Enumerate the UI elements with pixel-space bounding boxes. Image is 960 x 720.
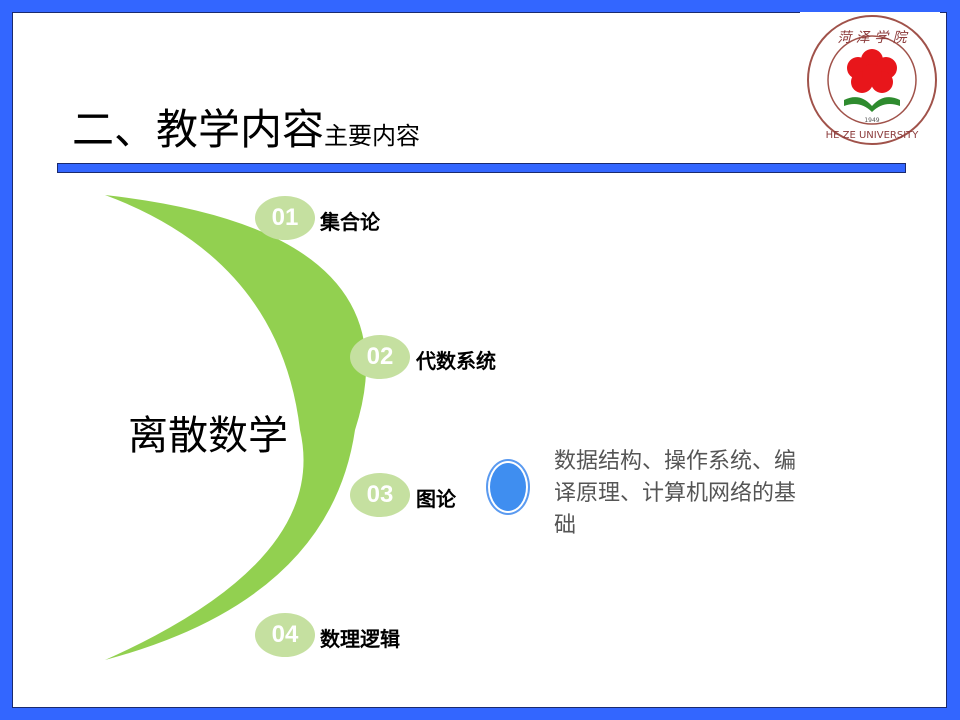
item-number-badge: 03 [350, 473, 410, 517]
svg-text:1949: 1949 [864, 117, 879, 124]
university-logo: 1949 菏 泽 学 院 HE ZE UNIVERSITY [800, 12, 940, 148]
item-number-badge: 02 [350, 335, 410, 379]
item-number-badge: 04 [255, 613, 315, 657]
page-title: 二、教学内容主要内容 [72, 105, 421, 154]
item-label: 数理逻辑 [320, 627, 400, 651]
item-label: 图论 [416, 487, 456, 511]
item-number-badge: 01 [255, 196, 315, 240]
item-label: 代数系统 [416, 349, 496, 373]
slide-canvas [12, 12, 947, 708]
bullet-dot-icon [488, 461, 528, 513]
center-label: 离散数学 [128, 413, 288, 459]
title-divider [57, 163, 906, 173]
item-label: 集合论 [320, 210, 380, 234]
svg-text:HE ZE UNIVERSITY: HE ZE UNIVERSITY [826, 130, 920, 141]
page-subtitle: 主要内容 [324, 122, 421, 150]
svg-text:菏 泽 学 院: 菏 泽 学 院 [837, 30, 908, 46]
description-text: 数据结构、操作系统、编译原理、计算机网络的基础 [554, 449, 797, 538]
